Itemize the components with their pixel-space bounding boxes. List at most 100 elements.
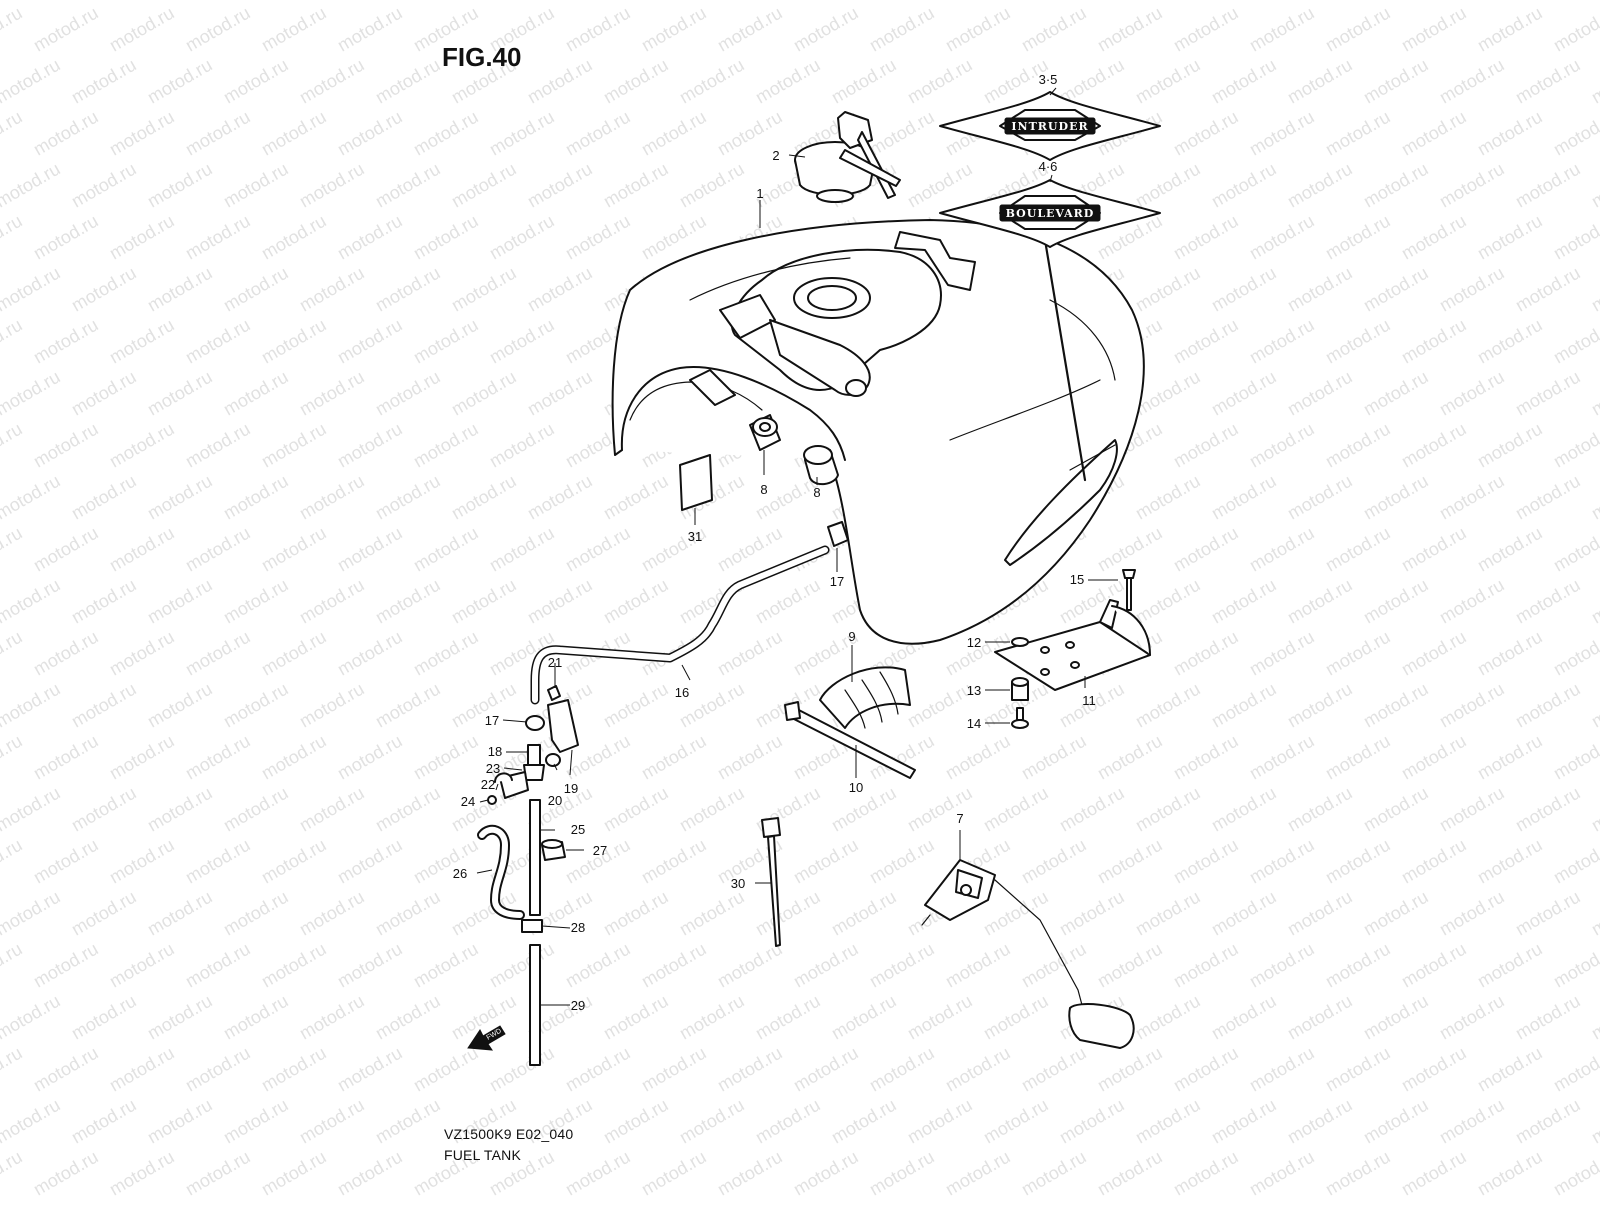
watermark-text: motod.ru [68, 575, 140, 628]
watermark-text: motod.ru [1360, 263, 1432, 316]
watermark-text: motod.ru [1246, 1147, 1318, 1200]
watermark-text: motod.ru [220, 887, 292, 940]
watermark-text: motod.ru [1246, 107, 1318, 160]
watermark-text: motod.ru [372, 991, 444, 1044]
watermark-text: motod.ru [1360, 1095, 1432, 1148]
watermark-text: motod.ru [182, 627, 254, 680]
watermark-text: motod.ru [220, 367, 292, 420]
watermark-text: motod.ru [1512, 679, 1584, 732]
watermark-text: motod.ru [258, 627, 330, 680]
watermark-text: motod.ru [1018, 1043, 1090, 1096]
watermark-text: motod.ru [372, 575, 444, 628]
watermark-text: motod.ru [334, 835, 406, 888]
watermark-text: motod.ru [1322, 1043, 1394, 1096]
watermark-text: motod.ru [68, 679, 140, 732]
watermark-text: motod.ru [182, 419, 254, 472]
watermark-text: motod.ru [676, 159, 748, 212]
watermark-text: motod.ru [1132, 55, 1204, 108]
watermark-text: motod.ru [1284, 55, 1356, 108]
watermark-text: motod.ru [600, 783, 672, 836]
watermark-text: motod.ru [1170, 835, 1242, 888]
watermark-text: motod.ru [1360, 367, 1432, 420]
watermark-text: motod.ru [1170, 1043, 1242, 1096]
cushion-part-13 [1011, 677, 1029, 701]
watermark-text: motod.ru [1284, 471, 1356, 524]
watermark-text: motod.ru [68, 263, 140, 316]
watermark-text: motod.ru [1094, 1043, 1166, 1096]
watermark-text: motod.ru [68, 367, 140, 420]
watermark-text: motod.ru [562, 1147, 634, 1200]
watermark-text: motod.ru [410, 107, 482, 160]
watermark-text: motod.ru [676, 887, 748, 940]
watermark-text: motod.ru [486, 107, 558, 160]
callout-17-top: 17 [830, 574, 844, 589]
watermark-text: motod.ru [524, 575, 596, 628]
watermark-text: motod.ru [524, 55, 596, 108]
watermark-text: motod.ru [1512, 263, 1584, 316]
watermark-text: motod.ru [676, 991, 748, 1044]
watermark-text: motod.ru [676, 0, 748, 3]
watermark-text: motod.ru [942, 1147, 1014, 1200]
fuel-cap-part-2 [794, 111, 901, 203]
cap-part-27 [541, 839, 566, 861]
watermark-text: motod.ru [1208, 367, 1280, 420]
watermark-text: motod.ru [1246, 731, 1318, 784]
watermark-text: motod.ru [410, 315, 482, 368]
watermark-text: motod.ru [68, 991, 140, 1044]
watermark-text: motod.ru [1474, 419, 1546, 472]
watermark-text: motod.ru [1398, 835, 1470, 888]
cushion-part-9 [819, 666, 911, 729]
watermark-text: motod.ru [486, 939, 558, 992]
joint-part-28 [521, 919, 543, 933]
hose-part-29 [529, 944, 541, 1066]
watermark-text: motod.ru [980, 1095, 1052, 1148]
watermark-text: motod.ru [296, 575, 368, 628]
watermark-text: motod.ru [1588, 783, 1600, 836]
watermark-text: motod.ru [1170, 523, 1242, 576]
hose-part-26 [477, 824, 525, 920]
watermark-text: motod.ru [296, 887, 368, 940]
watermark-text: motod.ru [106, 731, 178, 784]
watermark-text: motod.ru [562, 107, 634, 160]
watermark-text: motod.ru [828, 0, 900, 3]
watermark-text: motod.ru [1246, 419, 1318, 472]
clamp-part-22 [494, 772, 513, 783]
watermark-text: motod.ru [68, 0, 140, 3]
watermark-text: motod.ru [1398, 419, 1470, 472]
watermark-text: motod.ru [1284, 991, 1356, 1044]
watermark-text: motod.ru [1550, 1043, 1600, 1096]
watermark-text: motod.ru [562, 211, 634, 264]
watermark-text: motod.ru [296, 1095, 368, 1148]
watermark-text: motod.ru [182, 315, 254, 368]
watermark-text: motod.ru [1360, 55, 1432, 108]
figure-title: FIG.40 [442, 42, 522, 72]
watermark-text: motod.ru [106, 835, 178, 888]
bolt-part-15 [1122, 569, 1136, 611]
callout-29: 29 [571, 998, 585, 1013]
watermark-text: motod.ru [904, 991, 976, 1044]
watermark-text: motod.ru [30, 523, 102, 576]
watermark-text: motod.ru [1474, 731, 1546, 784]
watermark-text: motod.ru [296, 471, 368, 524]
watermark-text: motod.ru [220, 159, 292, 212]
watermark-text: motod.ru [904, 679, 976, 732]
tie-part-30 [761, 817, 781, 947]
watermark-text: motod.ru [372, 679, 444, 732]
watermark-text: motod.ru [1360, 471, 1432, 524]
watermark-text: motod.ru [448, 0, 520, 3]
watermark-text: motod.ru [524, 471, 596, 524]
watermark-text: motod.ru [448, 679, 520, 732]
watermark-text: motod.ru [1512, 887, 1584, 940]
watermark-text: motod.ru [1284, 0, 1356, 3]
watermark-text: motod.ru [1474, 939, 1546, 992]
watermark-text: motod.ru [1550, 523, 1600, 576]
watermark-text: motod.ru [334, 939, 406, 992]
watermark-text: motod.ru [638, 939, 710, 992]
strap-part-10 [784, 701, 916, 779]
watermark-text: motod.ru [1094, 939, 1166, 992]
fuel-gauge-part-7 [921, 859, 1135, 1049]
watermark-text: motod.ru [220, 471, 292, 524]
watermark-text: motod.ru [1436, 887, 1508, 940]
watermark-text: motod.ru [1094, 835, 1166, 888]
watermark-text: motod.ru [0, 783, 64, 836]
